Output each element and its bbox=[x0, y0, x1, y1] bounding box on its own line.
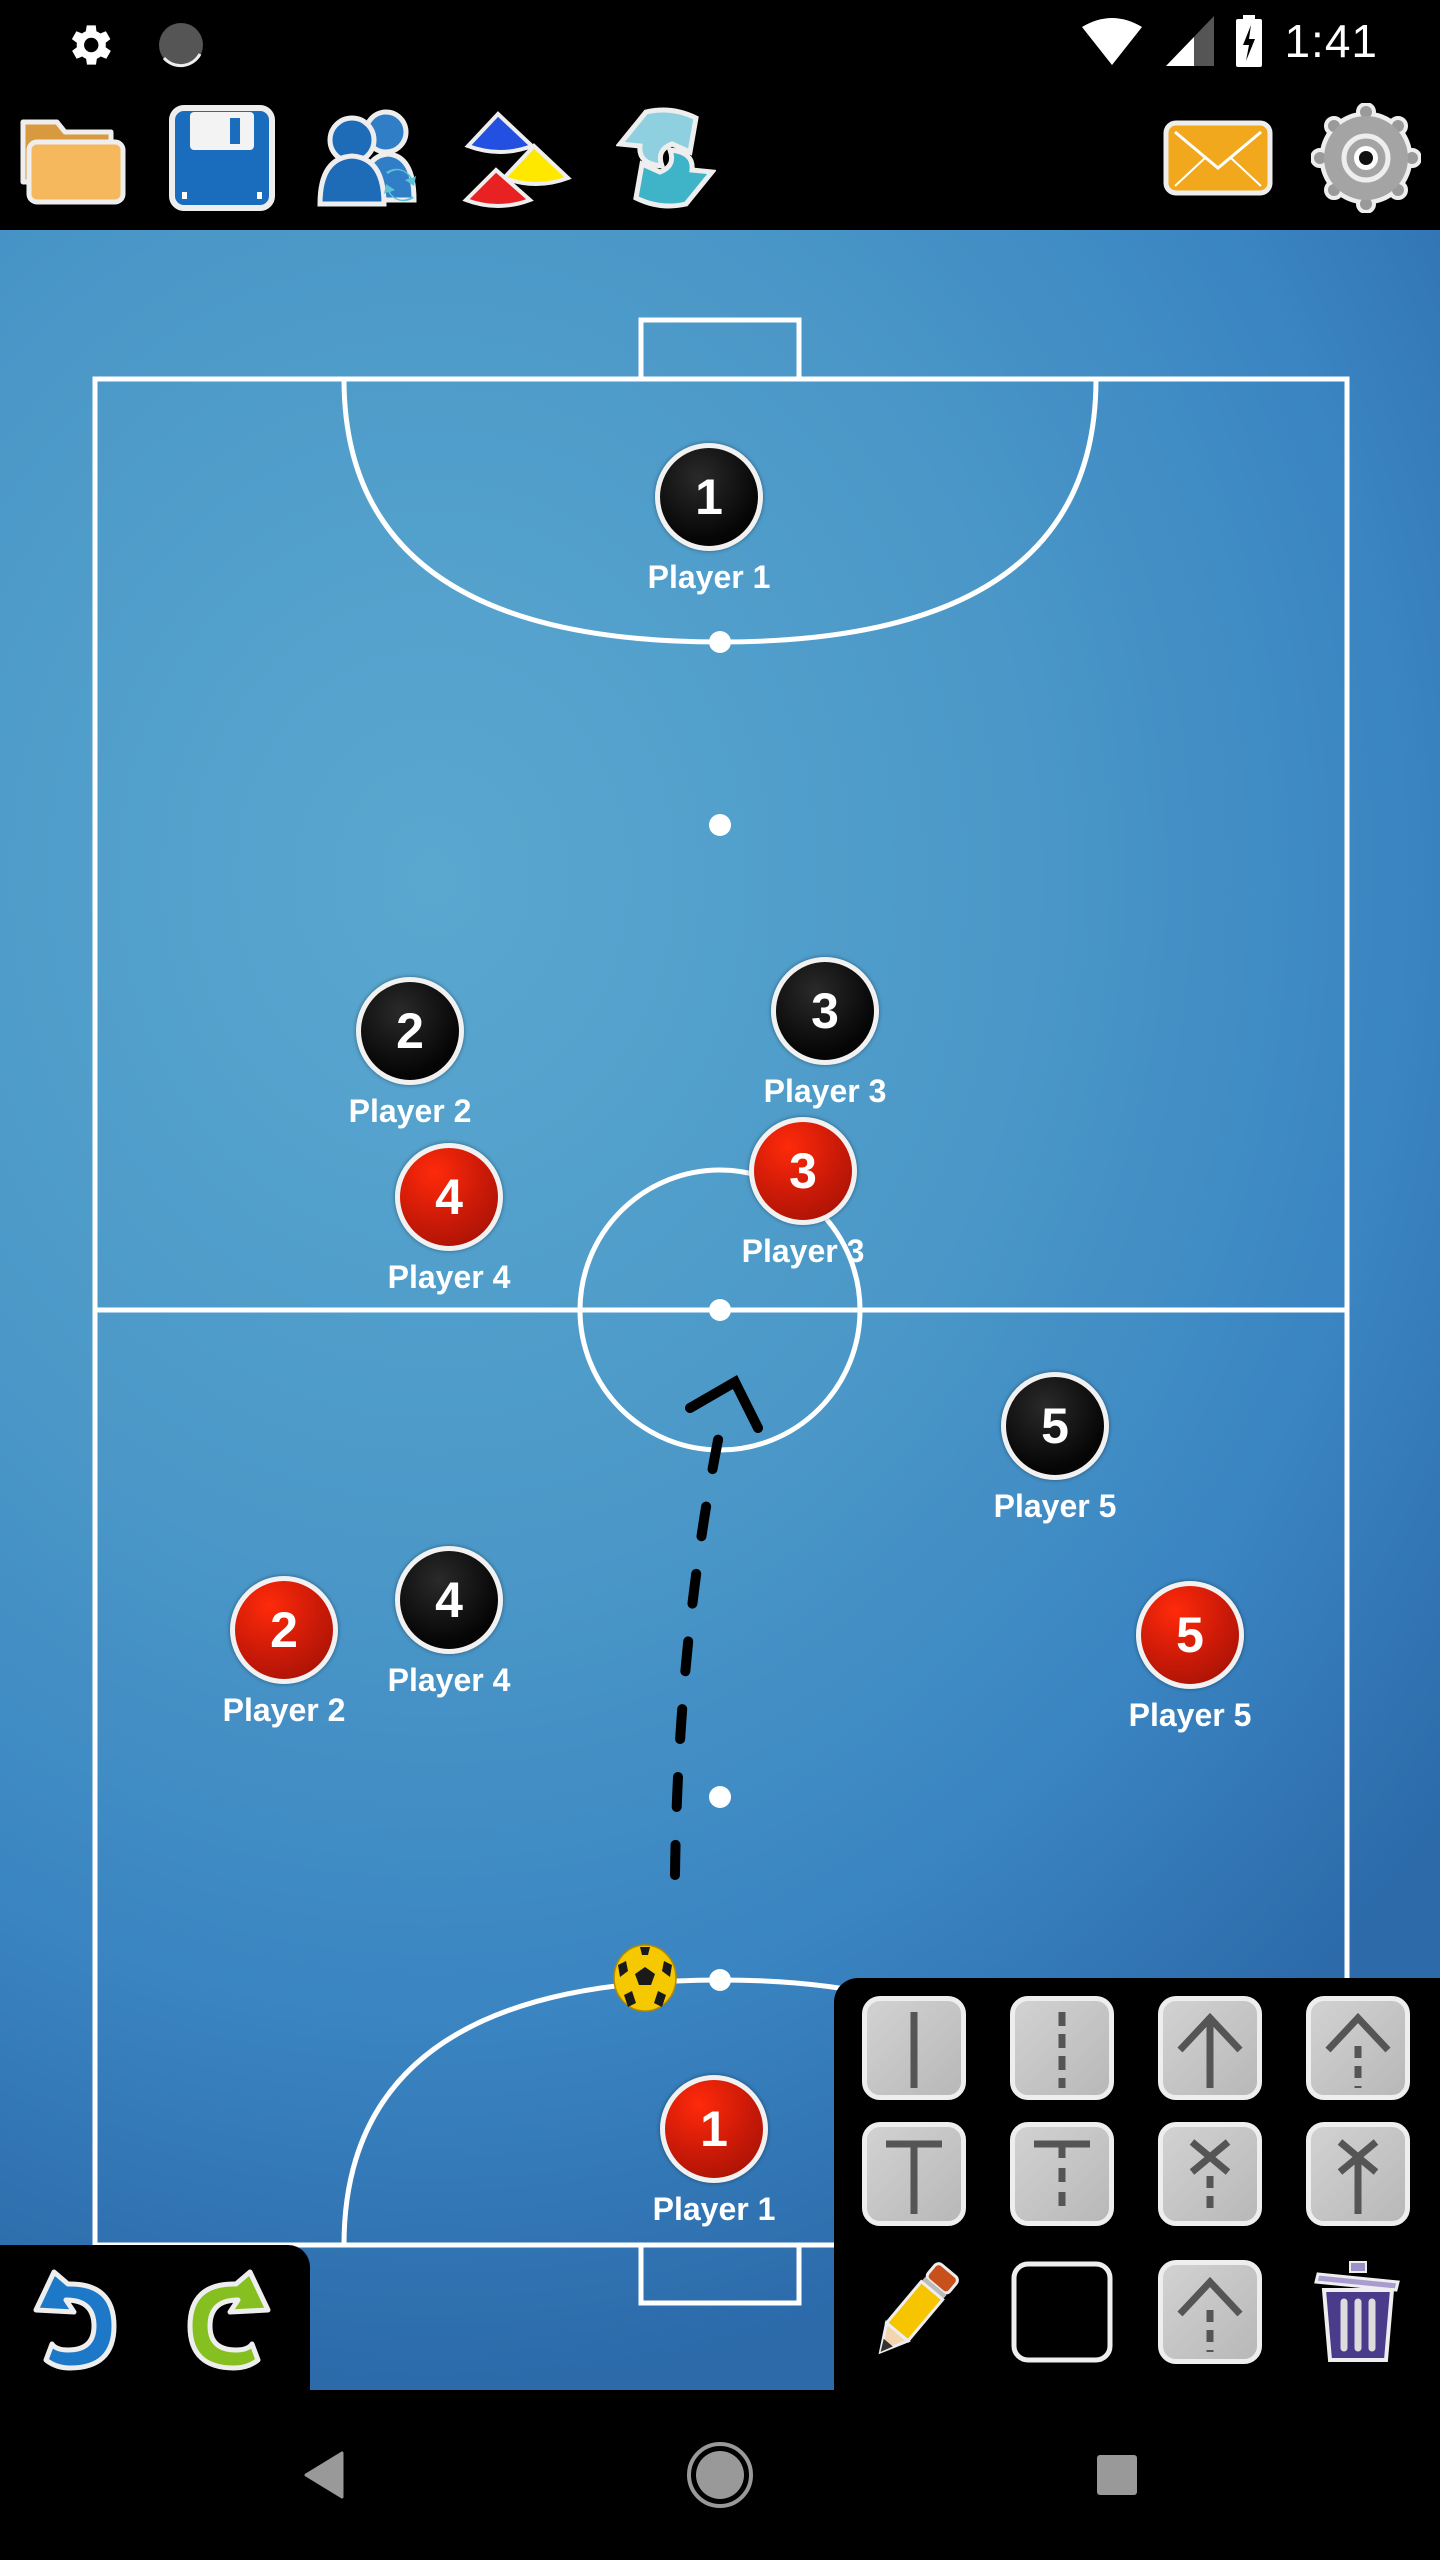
save-button[interactable] bbox=[164, 100, 280, 216]
player-label: Player 2 bbox=[348, 1093, 472, 1129]
solid-block-tool[interactable] bbox=[862, 2122, 966, 2226]
cones-button[interactable] bbox=[460, 100, 576, 216]
users-swap-icon bbox=[317, 109, 417, 207]
envelope-icon bbox=[1163, 120, 1273, 196]
home-button[interactable] bbox=[675, 2430, 765, 2520]
player-number: 5 bbox=[1176, 1607, 1204, 1663]
player-token-black-5[interactable]: 5 bbox=[1001, 1372, 1109, 1480]
back-button[interactable] bbox=[278, 2430, 368, 2520]
player-label: Player 2 bbox=[222, 1692, 346, 1728]
settings-button[interactable] bbox=[1308, 100, 1424, 216]
dashed-line-icon bbox=[1058, 2012, 1066, 2088]
dashed-arrow-tool[interactable] bbox=[1306, 1996, 1410, 2100]
player-token-black-3[interactable]: 3 bbox=[771, 957, 879, 1065]
cell-signal-icon bbox=[1166, 16, 1215, 66]
pencil-icon bbox=[878, 2262, 959, 2355]
solid-cross-tool[interactable] bbox=[1306, 2122, 1410, 2226]
rotate-field-button[interactable] bbox=[608, 100, 724, 216]
top-toolbar bbox=[0, 84, 1440, 230]
email-button[interactable] bbox=[1160, 100, 1276, 216]
player-number: 3 bbox=[789, 1143, 817, 1199]
player-label: Player 5 bbox=[1128, 1697, 1252, 1733]
dashed-block-tool[interactable] bbox=[1010, 2122, 1114, 2226]
settings-gear-icon bbox=[71, 25, 111, 65]
drawing-tools-panel bbox=[834, 1978, 1440, 2390]
player-number: 3 bbox=[811, 983, 839, 1039]
player-label: Player 3 bbox=[763, 1073, 887, 1109]
trash-icon bbox=[1314, 2261, 1400, 2362]
player-number: 1 bbox=[700, 2101, 728, 2157]
player-token-black-4[interactable]: 4 bbox=[395, 1546, 503, 1654]
undo-arrow-icon bbox=[33, 2269, 117, 2371]
solid-arrow-tool[interactable] bbox=[1158, 1996, 1262, 2100]
system-nav-bar bbox=[0, 2390, 1440, 2560]
solid-x-line-icon bbox=[1337, 2139, 1379, 2214]
current-line-tool[interactable] bbox=[1158, 2260, 1262, 2364]
wifi-icon bbox=[1082, 18, 1143, 65]
player-token-red-4[interactable]: 4 bbox=[395, 1143, 503, 1251]
folder-icon bbox=[20, 119, 126, 205]
undo-redo-panel bbox=[0, 2245, 310, 2390]
player-number: 4 bbox=[435, 1169, 463, 1225]
back-triangle-icon bbox=[304, 2451, 344, 2499]
clock: 1:41 bbox=[1284, 15, 1378, 67]
dashed-t-line-icon bbox=[1034, 2140, 1090, 2214]
player-label: Player 4 bbox=[387, 1259, 511, 1295]
dashed-arrow-icon bbox=[1325, 2012, 1391, 2088]
player-label: Player 4 bbox=[387, 1662, 511, 1698]
dashed-cross-tool[interactable] bbox=[1158, 2122, 1262, 2226]
player-token-black-1[interactable]: 1 bbox=[655, 443, 763, 551]
floppy-disk-icon bbox=[169, 105, 275, 211]
redo-button[interactable] bbox=[170, 2263, 282, 2375]
solid-line-icon bbox=[910, 2012, 918, 2088]
sync-spinner-icon bbox=[159, 23, 203, 68]
player-label: Player 3 bbox=[741, 1233, 865, 1269]
dashed-arrow-drawing bbox=[670, 1375, 763, 1880]
player-number: 4 bbox=[435, 1572, 463, 1628]
player-token-black-2[interactable]: 2 bbox=[356, 977, 464, 1085]
home-circle-icon bbox=[687, 2442, 753, 2508]
player-token-red-3[interactable]: 3 bbox=[749, 1117, 857, 1225]
recents-square-icon bbox=[1097, 2455, 1137, 2495]
delete-tool[interactable] bbox=[1306, 2260, 1410, 2364]
dashed-x-line-icon bbox=[1189, 2139, 1231, 2214]
player-label: Player 5 bbox=[993, 1488, 1117, 1524]
solid-arrow-icon bbox=[1177, 2012, 1243, 2088]
solid-t-line-icon bbox=[886, 2140, 942, 2214]
cones-icon bbox=[462, 111, 572, 208]
gear-icon bbox=[1311, 103, 1421, 213]
undo-button[interactable] bbox=[22, 2263, 134, 2375]
player-number: 5 bbox=[1041, 1398, 1069, 1454]
dashed-arrow-icon bbox=[1177, 2276, 1243, 2352]
player-number: 1 bbox=[695, 469, 723, 525]
color-picker-tool[interactable] bbox=[1010, 2260, 1114, 2364]
pencil-tool[interactable] bbox=[862, 2260, 966, 2364]
player-label: Player 1 bbox=[647, 559, 771, 595]
dashed-line-tool[interactable] bbox=[1010, 1996, 1114, 2100]
player-number: 2 bbox=[270, 1602, 298, 1658]
solid-line-tool[interactable] bbox=[862, 1996, 966, 2100]
color-swatch-icon bbox=[1011, 2261, 1113, 2363]
player-label: Player 1 bbox=[652, 2191, 776, 2227]
open-folder-button[interactable] bbox=[14, 100, 130, 216]
soccer-ball-icon[interactable] bbox=[612, 1943, 678, 2013]
redo-arrow-icon bbox=[187, 2269, 271, 2371]
refresh-arrows-icon bbox=[616, 107, 716, 209]
player-number: 2 bbox=[396, 1003, 424, 1059]
player-token-red-2[interactable]: 2 bbox=[230, 1576, 338, 1684]
player-token-red-1[interactable]: 1 bbox=[660, 2075, 768, 2183]
battery-charging-icon bbox=[1236, 15, 1263, 67]
swap-teams-button[interactable] bbox=[312, 100, 428, 216]
player-token-red-5[interactable]: 5 bbox=[1136, 1581, 1244, 1689]
recents-button[interactable] bbox=[1072, 2430, 1162, 2520]
status-bar: 1:41 bbox=[0, 0, 1440, 84]
